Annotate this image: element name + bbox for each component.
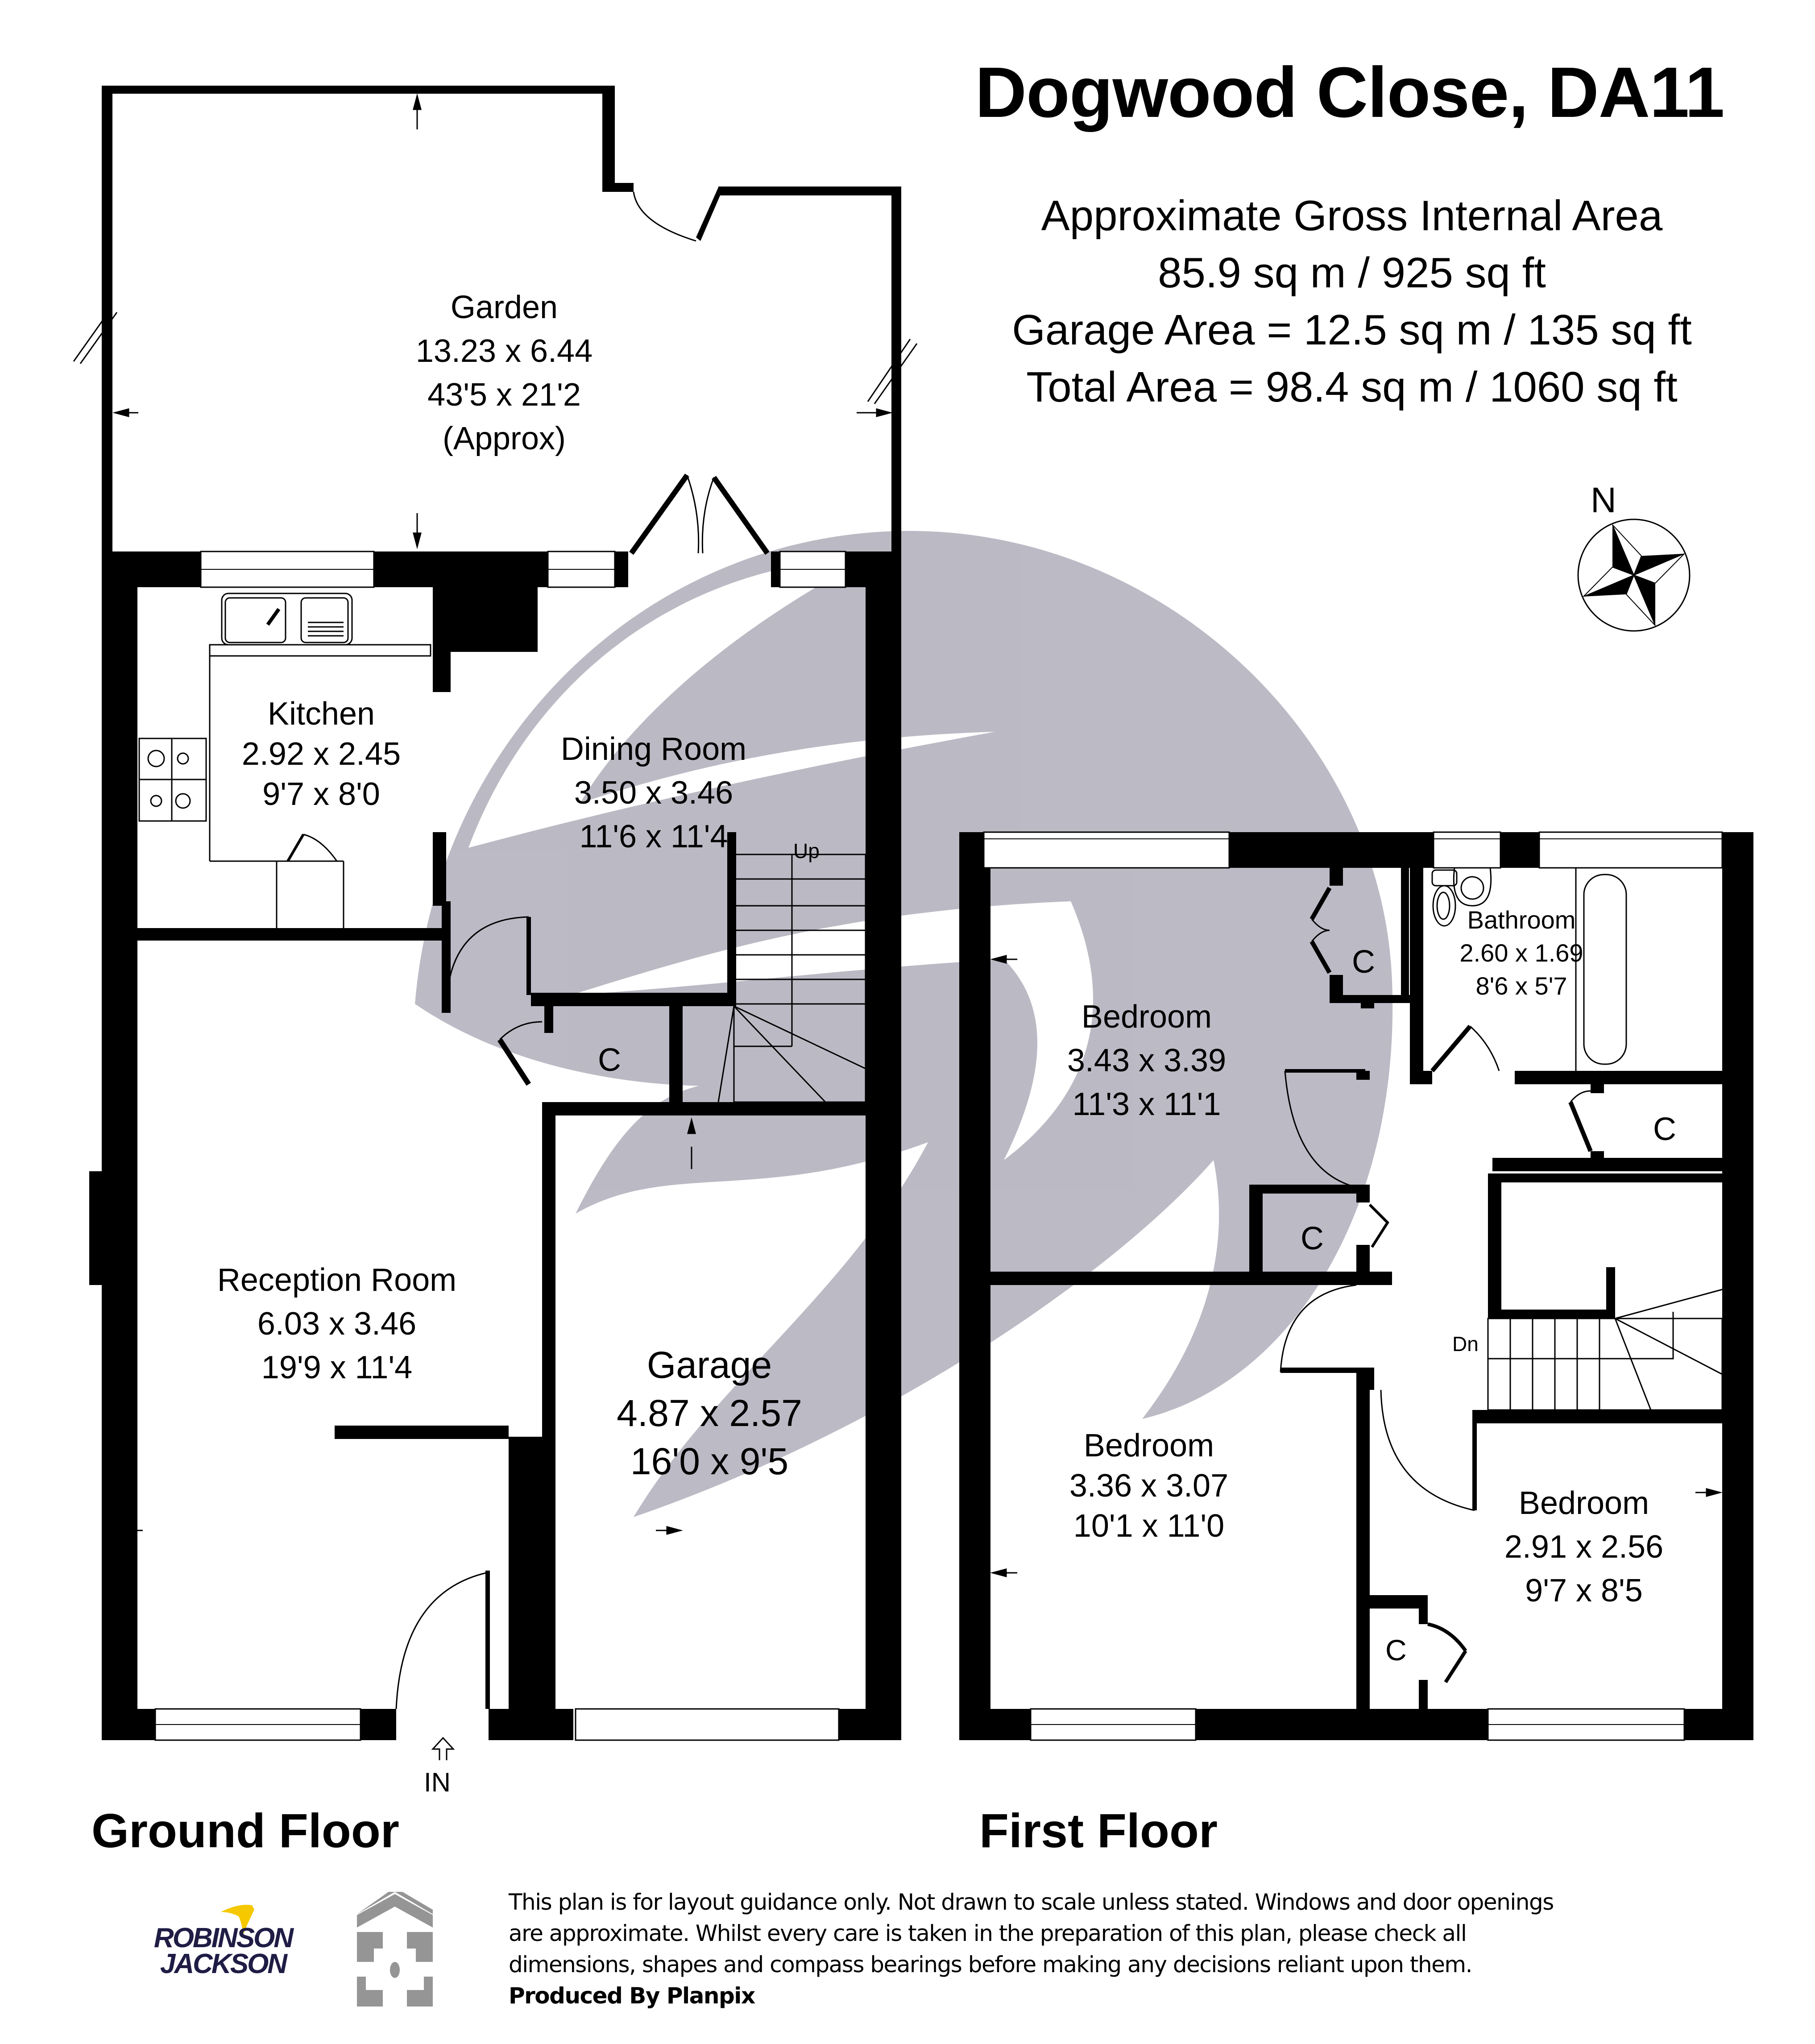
room-imperial: 11'3 x 11'1 [1072,1086,1221,1122]
room-metric: 3.50 x 3.46 [574,775,733,811]
room-reception-room: Reception Room 6.03 x 3.46 19'9 x 11'4 [170,1258,504,1389]
room-metric: 3.36 x 3.07 [1069,1468,1229,1504]
first-floor-stairs [1487,1289,1723,1411]
room-dining-room: Dining Room 3.50 x 3.46 11'6 x 11'4 [497,727,810,858]
room-imperial: 9'7 x 8'5 [1525,1573,1643,1609]
room-metric: 2.92 x 2.45 [241,736,401,772]
room-imperial: 9'7 x 8'0 [262,776,380,812]
first-floor-plan [959,831,1753,1741]
entrance-arrow-icon [431,1737,455,1760]
cupboard-label: C [598,1042,621,1078]
compass-north-label: N [1591,480,1616,520]
room-metric: 13.23 x 6.44 [415,333,593,369]
disclaimer-line: are approximate. Whilst every care is ta… [509,1920,1467,1946]
room-metric: 3.43 x 3.39 [1067,1043,1227,1078]
room-imperial: 8'6 x 5'7 [1475,972,1567,1000]
room-imperial: 43'5 x 21'2 [427,377,581,413]
cupboard-label: C [1352,944,1375,980]
disclaimer-line: dimensions, shapes and compass bearings … [509,1952,1473,1978]
total-area: Total Area = 98.4 sq m / 1060 sq ft [1026,363,1678,411]
ground-floor-plan [73,86,918,1741]
compass-rose-icon [1577,518,1691,632]
area-heading: Approximate Gross Internal Area [1041,192,1663,240]
internal-area: 85.9 sq m / 925 sq ft [1158,249,1546,297]
room-name: Bedroom [1081,999,1212,1035]
room-metric: 4.87 x 2.57 [617,1392,802,1434]
agent-name-line2: JACKSON [160,1949,287,1979]
room-garden: Garden 13.23 x 6.44 43'5 x 21'2 (Approx) [348,286,660,460]
room-imperial: 10'1 x 11'0 [1073,1508,1225,1544]
room-bedroom-1: Bedroom 3.43 x 3.39 11'3 x 11'1 [1013,995,1280,1126]
cupboard-label: C [1301,1221,1324,1256]
swallow-bird-icon [221,1905,254,1934]
kitchen-fittings [138,593,431,928]
bathroom-fittings [1431,867,1627,1071]
room-note: (Approx) [442,421,566,456]
room-bathroom: Bathroom 2.60 x 1.69 8'6 x 5'7 [1443,904,1600,1003]
disclaimer: This plan is for layout guidance only. N… [509,1886,1740,2011]
disclaimer-line: This plan is for layout guidance only. N… [509,1889,1554,1915]
page-title: Dogwood Close, DA11 [975,52,1725,132]
stairs-down-label: Dn [1452,1332,1479,1356]
room-name: Kitchen [267,696,375,732]
room-name: Dining Room [560,731,747,767]
stairs-up-label: Up [793,839,820,862]
room-bedroom-2: Bedroom 3.36 x 3.07 10'1 x 11'0 [1026,1426,1272,1546]
room-imperial: 19'9 x 11'4 [261,1350,413,1385]
room-kitchen: Kitchen 2.92 x 2.45 9'7 x 8'0 [187,694,455,814]
room-metric: 2.60 x 1.69 [1459,939,1583,967]
garage-area: Garage Area = 12.5 sq m / 135 sq ft [1012,306,1692,354]
room-name: Garden [450,290,558,325]
watermark-logo [415,531,1393,1517]
cupboard-label: C [1385,1634,1407,1667]
room-metric: 2.91 x 2.56 [1504,1529,1664,1565]
cupboard-label: C [1653,1111,1676,1147]
room-imperial: 11'6 x 11'4 [579,819,728,854]
room-name: Bedroom [1518,1485,1649,1521]
producer-credit: Produced By Planpix [509,1983,755,2009]
first-floor-label: First Floor [979,1804,1218,1857]
ground-floor-stairs [717,854,866,1103]
room-name: Bedroom [1083,1428,1214,1464]
agent-name-line1: ROBINSON [153,1923,294,1953]
room-name: Reception Room [217,1262,457,1298]
room-name: Bathroom [1467,906,1576,934]
room-name: Garage [646,1344,772,1386]
ground-floor-label: Ground Floor [91,1804,399,1857]
agent-logo: ROBINSON JACKSON [152,1901,294,1999]
room-garage: Garage 4.87 x 2.57 16'0 x 9'5 [562,1341,857,1485]
entrance-label: IN [424,1767,451,1797]
planpix-house-icon [357,1892,433,2007]
room-metric: 6.03 x 3.46 [257,1306,417,1342]
dimension-arrows [112,93,1723,1577]
room-bedroom-3: Bedroom 2.91 x 2.56 9'7 x 8'5 [1454,1481,1713,1613]
area-summary: Approximate Gross Internal Area 85.9 sq … [950,187,1753,416]
room-imperial: 16'0 x 9'5 [630,1440,789,1482]
